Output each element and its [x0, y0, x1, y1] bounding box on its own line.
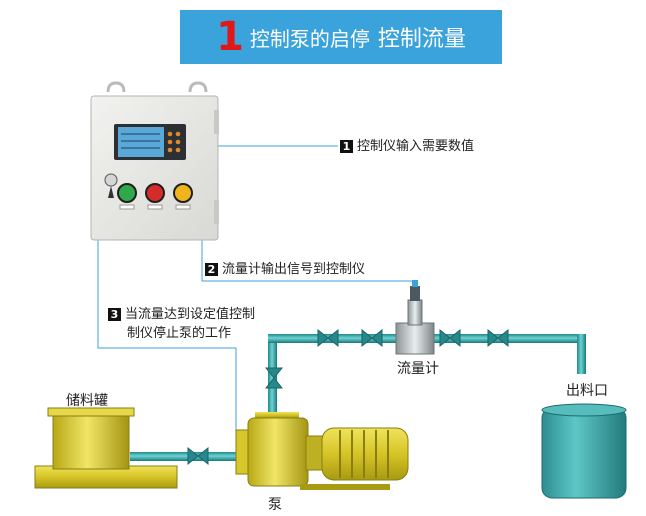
stop-button: [145, 183, 165, 203]
flowmeter: [395, 280, 435, 355]
step-3-number: 3: [108, 308, 121, 321]
outlet-label: 出料口: [566, 383, 608, 399]
pipe-inlet: [130, 452, 240, 461]
pump-label: 泵: [268, 497, 282, 513]
step-3-annotation: 3 当流量达到设定值控制 制仪停止泵的工作: [108, 305, 255, 343]
flowmeter-label: 流量计: [397, 361, 439, 377]
pump-assembly: [235, 412, 409, 490]
signal-line-stop: [97, 240, 237, 436]
lcd-screen: [118, 127, 164, 157]
start-button: [117, 183, 137, 203]
step-3-line2: 制仪停止泵的工作: [127, 326, 232, 341]
step-1-annotation: 1 控制仪输入需要数值: [340, 137, 474, 156]
banner-title-part1: 控制泵: [249, 26, 310, 51]
control-cabinet: [90, 81, 219, 241]
step-3-line1: 当流量达到设定值控制: [125, 307, 256, 322]
banner-number: 1: [216, 14, 244, 60]
outlet-tank: [541, 403, 627, 499]
title-banner: 1 控制泵 的启停 控制流量: [180, 10, 502, 64]
tank-label: 储料罐: [66, 393, 108, 409]
banner-title-part2: 的启停: [309, 26, 370, 51]
step-1-text: 控制仪输入需要数值: [357, 139, 475, 154]
storage-tank: [34, 407, 178, 489]
indicator-button: [173, 183, 193, 203]
pipe-down: [577, 334, 586, 374]
step-2-text: 流量计输出信号到控制仪: [222, 262, 366, 277]
step-1-number: 1: [340, 140, 353, 153]
step-2-annotation: 2 流量计输出信号到控制仪: [205, 260, 365, 279]
step-2-number: 2: [205, 263, 218, 276]
valves: [187, 328, 509, 466]
banner-title-part3: 控制流量: [377, 27, 466, 52]
